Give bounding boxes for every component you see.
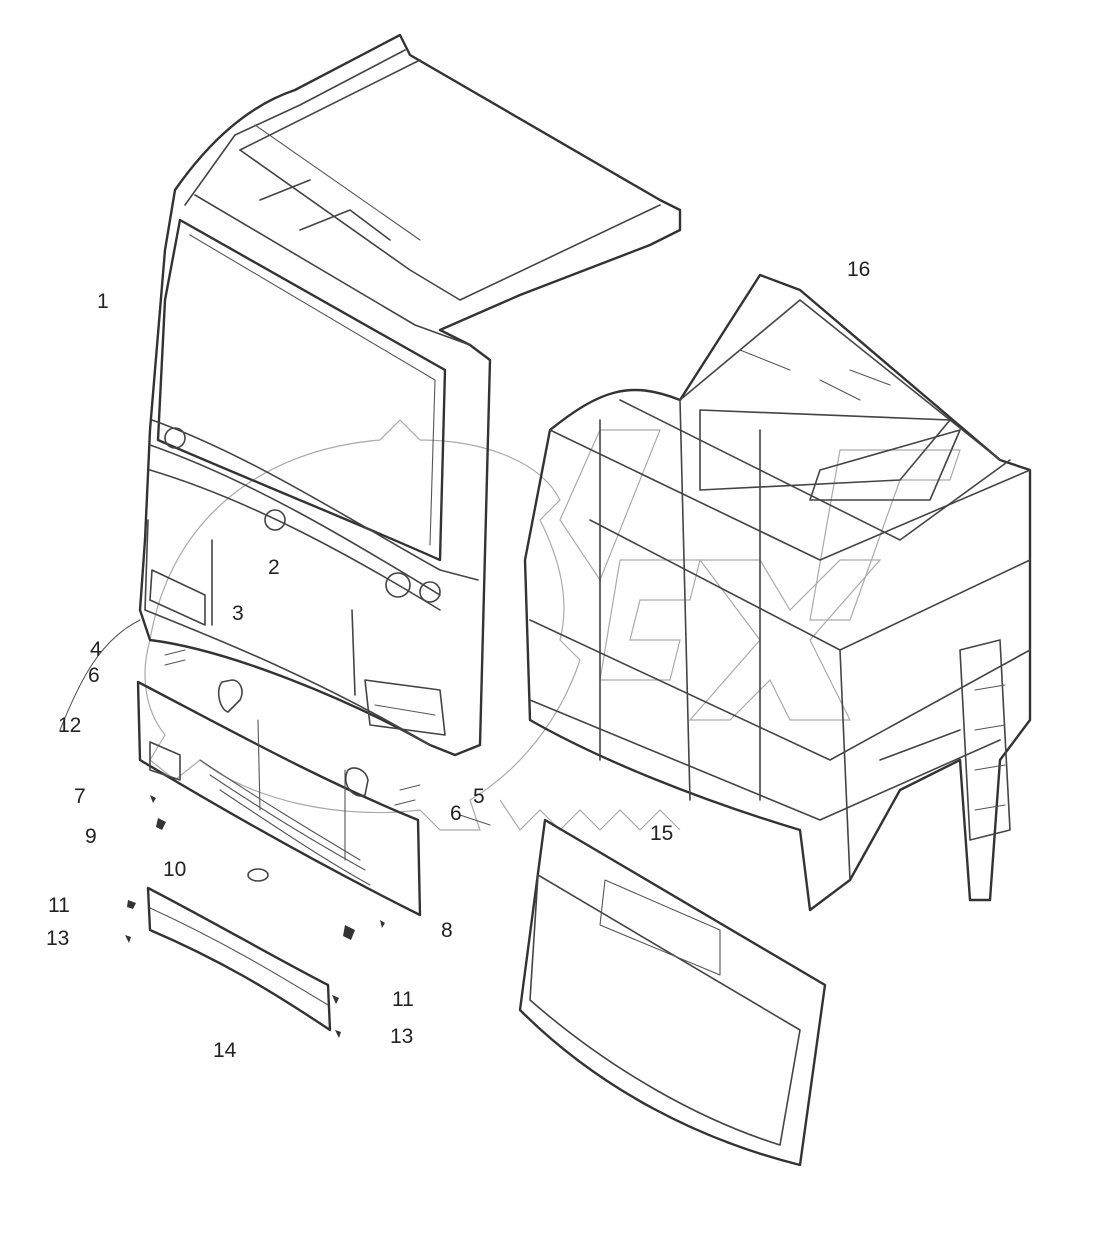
callout-11b: 11 [392, 988, 414, 1011]
callout-15: 15 [650, 822, 673, 845]
callout-12: 12 [58, 714, 81, 737]
callout-9: 9 [85, 825, 97, 848]
callout-5: 5 [473, 785, 485, 808]
callout-13b: 13 [390, 1025, 413, 1048]
callout-14: 14 [213, 1039, 237, 1062]
part-1-cab-front-shell [138, 33, 682, 757]
callout-4: 4 [90, 638, 102, 661]
callout-2: 2 [268, 556, 280, 579]
leader-lines [59, 619, 491, 826]
callout-11a: 11 [48, 894, 70, 917]
callout-16: 16 [847, 258, 870, 281]
callout-1: 1 [97, 290, 109, 313]
callout-6b: 6 [450, 802, 462, 825]
watermark-logo [144, 419, 961, 831]
part-14-trim-strip [125, 886, 341, 1038]
callout-6a: 6 [88, 664, 100, 687]
callout-7: 7 [74, 785, 86, 808]
callout-8: 8 [441, 919, 453, 942]
part-15-windshield-glass [518, 818, 827, 1167]
callout-13a: 13 [46, 927, 69, 950]
callout-10: 10 [163, 858, 186, 881]
callout-labels: 1 2 3 4 5 6 6 7 8 9 10 11 11 12 13 13 14… [46, 258, 870, 1062]
part-16-cab-frame [523, 273, 1032, 912]
part-12-grille-panel [136, 649, 422, 940]
callout-3: 3 [232, 602, 244, 625]
